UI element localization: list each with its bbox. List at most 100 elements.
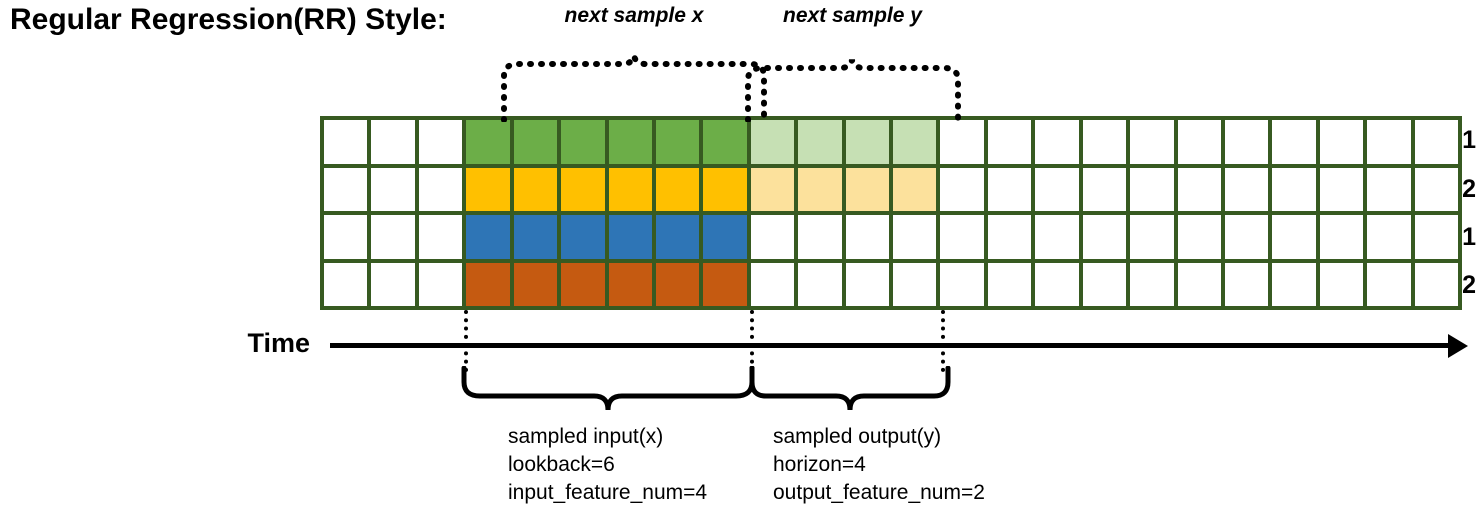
grid-cell bbox=[1414, 215, 1458, 259]
sampled-output-horizon: horizon=4 bbox=[773, 452, 866, 476]
grid-cell bbox=[371, 167, 415, 211]
grid-cell bbox=[324, 262, 368, 306]
next-sample-x-label: next sample x bbox=[564, 4, 704, 27]
grid-cell bbox=[418, 167, 463, 211]
grid-cell bbox=[1367, 167, 1411, 211]
guide-line-output-end bbox=[941, 310, 945, 372]
grid-cell bbox=[655, 262, 700, 306]
grid-cell bbox=[987, 167, 1032, 211]
grid-cell bbox=[466, 167, 510, 211]
grid-cell bbox=[655, 215, 700, 259]
grid-cell bbox=[987, 215, 1032, 259]
grid-cell bbox=[1272, 167, 1316, 211]
sampled-input-brace bbox=[461, 366, 755, 411]
guide-line-input-start bbox=[464, 310, 468, 372]
grid-cell bbox=[1177, 167, 1221, 211]
grid-cell bbox=[418, 262, 463, 306]
sampled-output-brace bbox=[749, 366, 951, 411]
sampled-input-title: sampled input(x) bbox=[508, 425, 664, 448]
grid-cell bbox=[1177, 262, 1221, 306]
grid-cell bbox=[513, 167, 558, 211]
grid-cell bbox=[1414, 262, 1458, 306]
grid-cell bbox=[1082, 262, 1127, 306]
grid-cell bbox=[750, 262, 795, 306]
grid-cell bbox=[1414, 120, 1458, 164]
time-axis-label: Time bbox=[247, 328, 310, 358]
grid-cell bbox=[1319, 167, 1364, 211]
grid-cell bbox=[845, 215, 889, 259]
grid-cell bbox=[940, 262, 984, 306]
grid-cell bbox=[1367, 120, 1411, 164]
grid-cell bbox=[750, 120, 795, 164]
grid-cell bbox=[655, 120, 700, 164]
grid-cell bbox=[1082, 120, 1127, 164]
grid-cell bbox=[703, 120, 747, 164]
grid-cell bbox=[750, 215, 795, 259]
grid-cell bbox=[561, 215, 605, 259]
grid-cell bbox=[750, 167, 795, 211]
grid-cell bbox=[703, 215, 747, 259]
grid-cell bbox=[1319, 120, 1364, 164]
grid-cell bbox=[513, 215, 558, 259]
grid-cell bbox=[371, 120, 415, 164]
grid-cell bbox=[324, 167, 368, 211]
grid-cell bbox=[893, 215, 937, 259]
grid-cell bbox=[324, 120, 368, 164]
grid-cell bbox=[418, 215, 463, 259]
guide-line-input-end bbox=[750, 310, 754, 372]
grid-cell bbox=[1177, 215, 1221, 259]
grid-cell bbox=[1224, 215, 1269, 259]
grid-cell bbox=[1319, 262, 1364, 306]
grid-cell bbox=[987, 262, 1032, 306]
grid-cell bbox=[798, 120, 842, 164]
grid-cell bbox=[940, 120, 984, 164]
grid-cell bbox=[1130, 167, 1174, 211]
grid-cell bbox=[798, 262, 842, 306]
grid-cell bbox=[1130, 120, 1174, 164]
grid-cell bbox=[893, 167, 937, 211]
grid-cell bbox=[1272, 262, 1316, 306]
sampled-output-title: sampled output(y) bbox=[773, 425, 942, 448]
grid-cell bbox=[1272, 215, 1316, 259]
grid-cell bbox=[845, 262, 889, 306]
grid-cell bbox=[893, 262, 937, 306]
grid-cell bbox=[1035, 167, 1079, 211]
grid-cell bbox=[324, 215, 368, 259]
grid-cell bbox=[703, 262, 747, 306]
grid-cell bbox=[940, 167, 984, 211]
next-sample-y-label: next sample y bbox=[783, 4, 922, 27]
grid-cell bbox=[1367, 262, 1411, 306]
timeline-grid bbox=[320, 116, 1462, 310]
grid-cell bbox=[513, 262, 558, 306]
sampled-output-caption: sampled output(y) horizon=4 output_featu… bbox=[773, 423, 985, 507]
grid-cell bbox=[1035, 215, 1079, 259]
grid-cell bbox=[608, 262, 652, 306]
grid-cell bbox=[608, 120, 652, 164]
grid-cell bbox=[608, 167, 652, 211]
grid-cell bbox=[798, 167, 842, 211]
grid-cell bbox=[1272, 120, 1316, 164]
grid-cell bbox=[987, 120, 1032, 164]
grid-cell bbox=[561, 262, 605, 306]
grid-cell bbox=[1224, 262, 1269, 306]
grid-cell bbox=[1319, 215, 1364, 259]
grid-cell bbox=[703, 167, 747, 211]
sampled-input-lookback: lookback=6 bbox=[508, 452, 615, 476]
grid-cell bbox=[371, 262, 415, 306]
grid-cell bbox=[1035, 262, 1079, 306]
right-arrow-icon bbox=[1448, 334, 1468, 358]
grid-cell bbox=[655, 167, 700, 211]
grid-cell bbox=[466, 262, 510, 306]
grid-cell bbox=[1035, 120, 1079, 164]
sampled-input-caption: sampled input(x) lookback=6 input_featur… bbox=[508, 423, 707, 507]
sampled-input-feature-num: input_feature_num=4 bbox=[508, 480, 708, 504]
grid-cell bbox=[940, 215, 984, 259]
grid-cell bbox=[418, 120, 463, 164]
grid-cell bbox=[1367, 215, 1411, 259]
grid-cell bbox=[1082, 215, 1127, 259]
grid-cell bbox=[1082, 167, 1127, 211]
grid-cell bbox=[371, 215, 415, 259]
grid-cell bbox=[893, 120, 937, 164]
grid-cell bbox=[466, 215, 510, 259]
